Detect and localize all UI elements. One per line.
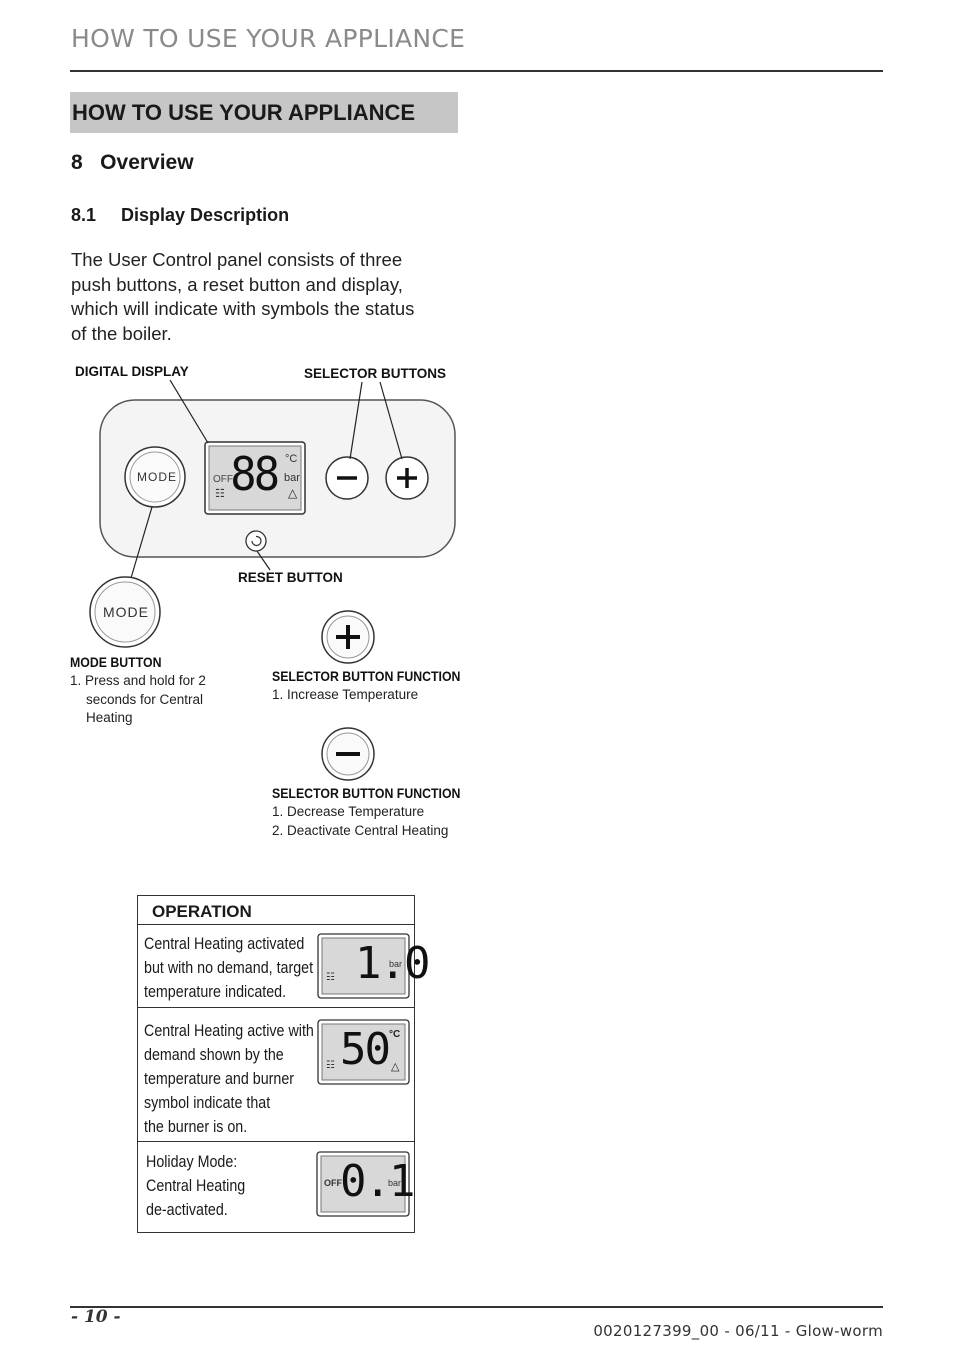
mode-button-large-text: MODE <box>103 604 149 620</box>
operation-table: OPERATION Central Heating activated but … <box>137 895 415 1233</box>
reset-button[interactable] <box>245 530 267 552</box>
selector-buttons-label: SELECTOR BUTTONS <box>304 366 447 381</box>
radiator-icon: ☷ <box>326 1060 335 1071</box>
mode-button-large-inner <box>94 581 156 643</box>
plus-function-desc: 1. Increase Temperature <box>272 686 418 705</box>
intro-line: push buttons, a reset button and display… <box>71 273 403 295</box>
operation-row-text: Central Heating active with demand shown… <box>144 1019 314 1139</box>
display-screen <box>208 445 302 511</box>
leader-line <box>256 550 271 571</box>
running-header: HOW TO USE YOUR APPLIANCE <box>71 24 466 53</box>
operation-line: symbol indicate that <box>144 1093 271 1112</box>
reset-icon <box>251 535 262 547</box>
lcd-row-1-unit: bar <box>389 959 403 969</box>
display-off: OFF <box>213 474 233 485</box>
document-reference: 0020127399_00 - 06/11 - Glow-worm <box>593 1322 883 1340</box>
control-panel-diagram <box>89 379 456 781</box>
table-rule <box>138 1141 414 1142</box>
operation-line: the burner is on. <box>144 1117 248 1136</box>
mode-button-panel-inner <box>129 451 181 503</box>
radiator-icon: ☷ <box>326 972 335 983</box>
radiator-icon: ☷ <box>215 488 225 500</box>
leader-line <box>130 506 153 579</box>
leader-line <box>349 381 363 460</box>
reset-button-label: RESET BUTTON <box>238 570 343 585</box>
mode-button-desc: 1. Press and hold for 2 seconds for Cent… <box>70 672 206 728</box>
flame-icon: △ <box>288 486 298 500</box>
heading-display-description: 8.1 Display Description <box>71 205 290 225</box>
plus-function-title: SELECTOR BUTTON FUNCTION <box>272 668 461 684</box>
footer-rule <box>70 1306 883 1308</box>
lcd-row-3-unit: bar <box>388 1178 402 1188</box>
operation-title: OPERATION <box>152 902 252 921</box>
operation-line: Central Heating <box>146 1176 246 1195</box>
leader-line <box>169 379 209 444</box>
operation-line: Central Heating active with <box>144 1021 314 1040</box>
lcd-row-2-unit: °C <box>389 1029 401 1040</box>
section-title-bar: HOW TO USE YOUR APPLIANCE <box>70 92 458 133</box>
page-number: - 10 - <box>71 1307 121 1327</box>
display-digits: 88 <box>230 447 280 501</box>
operation-line: Holiday Mode: <box>146 1152 238 1171</box>
intro-line: The User Control panel consists of three <box>71 249 403 270</box>
lcd-row-2-digits: 50 <box>340 1024 391 1075</box>
intro-line: of the boiler. <box>71 322 172 344</box>
section-title: HOW TO USE YOUR APPLIANCE <box>72 100 416 125</box>
mode-button-line: Heating <box>86 710 133 725</box>
digital-display-label: DIGITAL DISPLAY <box>75 364 189 379</box>
minus-function-line: 1. Decrease Temperature <box>272 804 425 819</box>
operation-line: Central Heating activated <box>144 934 305 953</box>
display-unit-c: °C <box>285 453 298 465</box>
lcd-row-1-digits: 1.0 <box>355 938 430 989</box>
table-rule <box>138 924 414 925</box>
mode-button-text: MODE <box>137 470 177 484</box>
header-rule <box>70 70 883 72</box>
display-unit-bar: bar <box>284 472 300 484</box>
heading-overview: 8 Overview <box>71 151 194 174</box>
minus-function-line: 2. Deactivate Central Heating <box>272 822 449 838</box>
operation-row-text: Holiday Mode: Central Heating de-activat… <box>146 1150 245 1222</box>
mode-button-line: seconds for Central <box>86 691 204 707</box>
operation-line: but with no demand, target <box>144 958 314 977</box>
leader-line <box>379 381 403 460</box>
lcd-row-3-off: OFF <box>324 1178 342 1188</box>
minus-function-desc: 1. Decrease Temperature 2. Deactivate Ce… <box>272 803 448 840</box>
operation-row-text: Central Heating activated but with no de… <box>144 932 313 1004</box>
operation-line: temperature indicated. <box>144 982 287 1001</box>
plus-function-line: 1. Increase Temperature <box>272 687 419 702</box>
lcd-row-3-digits: 0.1 <box>340 1156 415 1207</box>
operation-line: temperature and burner <box>144 1069 295 1088</box>
table-rule <box>138 1007 414 1008</box>
operation-line: de-activated. <box>146 1200 228 1219</box>
mode-button-line: 1. Press and hold for 2 <box>70 673 206 688</box>
operation-line: demand shown by the <box>144 1045 284 1064</box>
flame-icon: △ <box>391 1061 400 1073</box>
mode-button-title: MODE BUTTON <box>70 654 162 670</box>
minus-function-title: SELECTOR BUTTON FUNCTION <box>272 785 461 801</box>
intro-paragraph: The User Control panel consists of three… <box>71 248 463 346</box>
intro-line: which will indicate with symbols the sta… <box>71 298 415 319</box>
